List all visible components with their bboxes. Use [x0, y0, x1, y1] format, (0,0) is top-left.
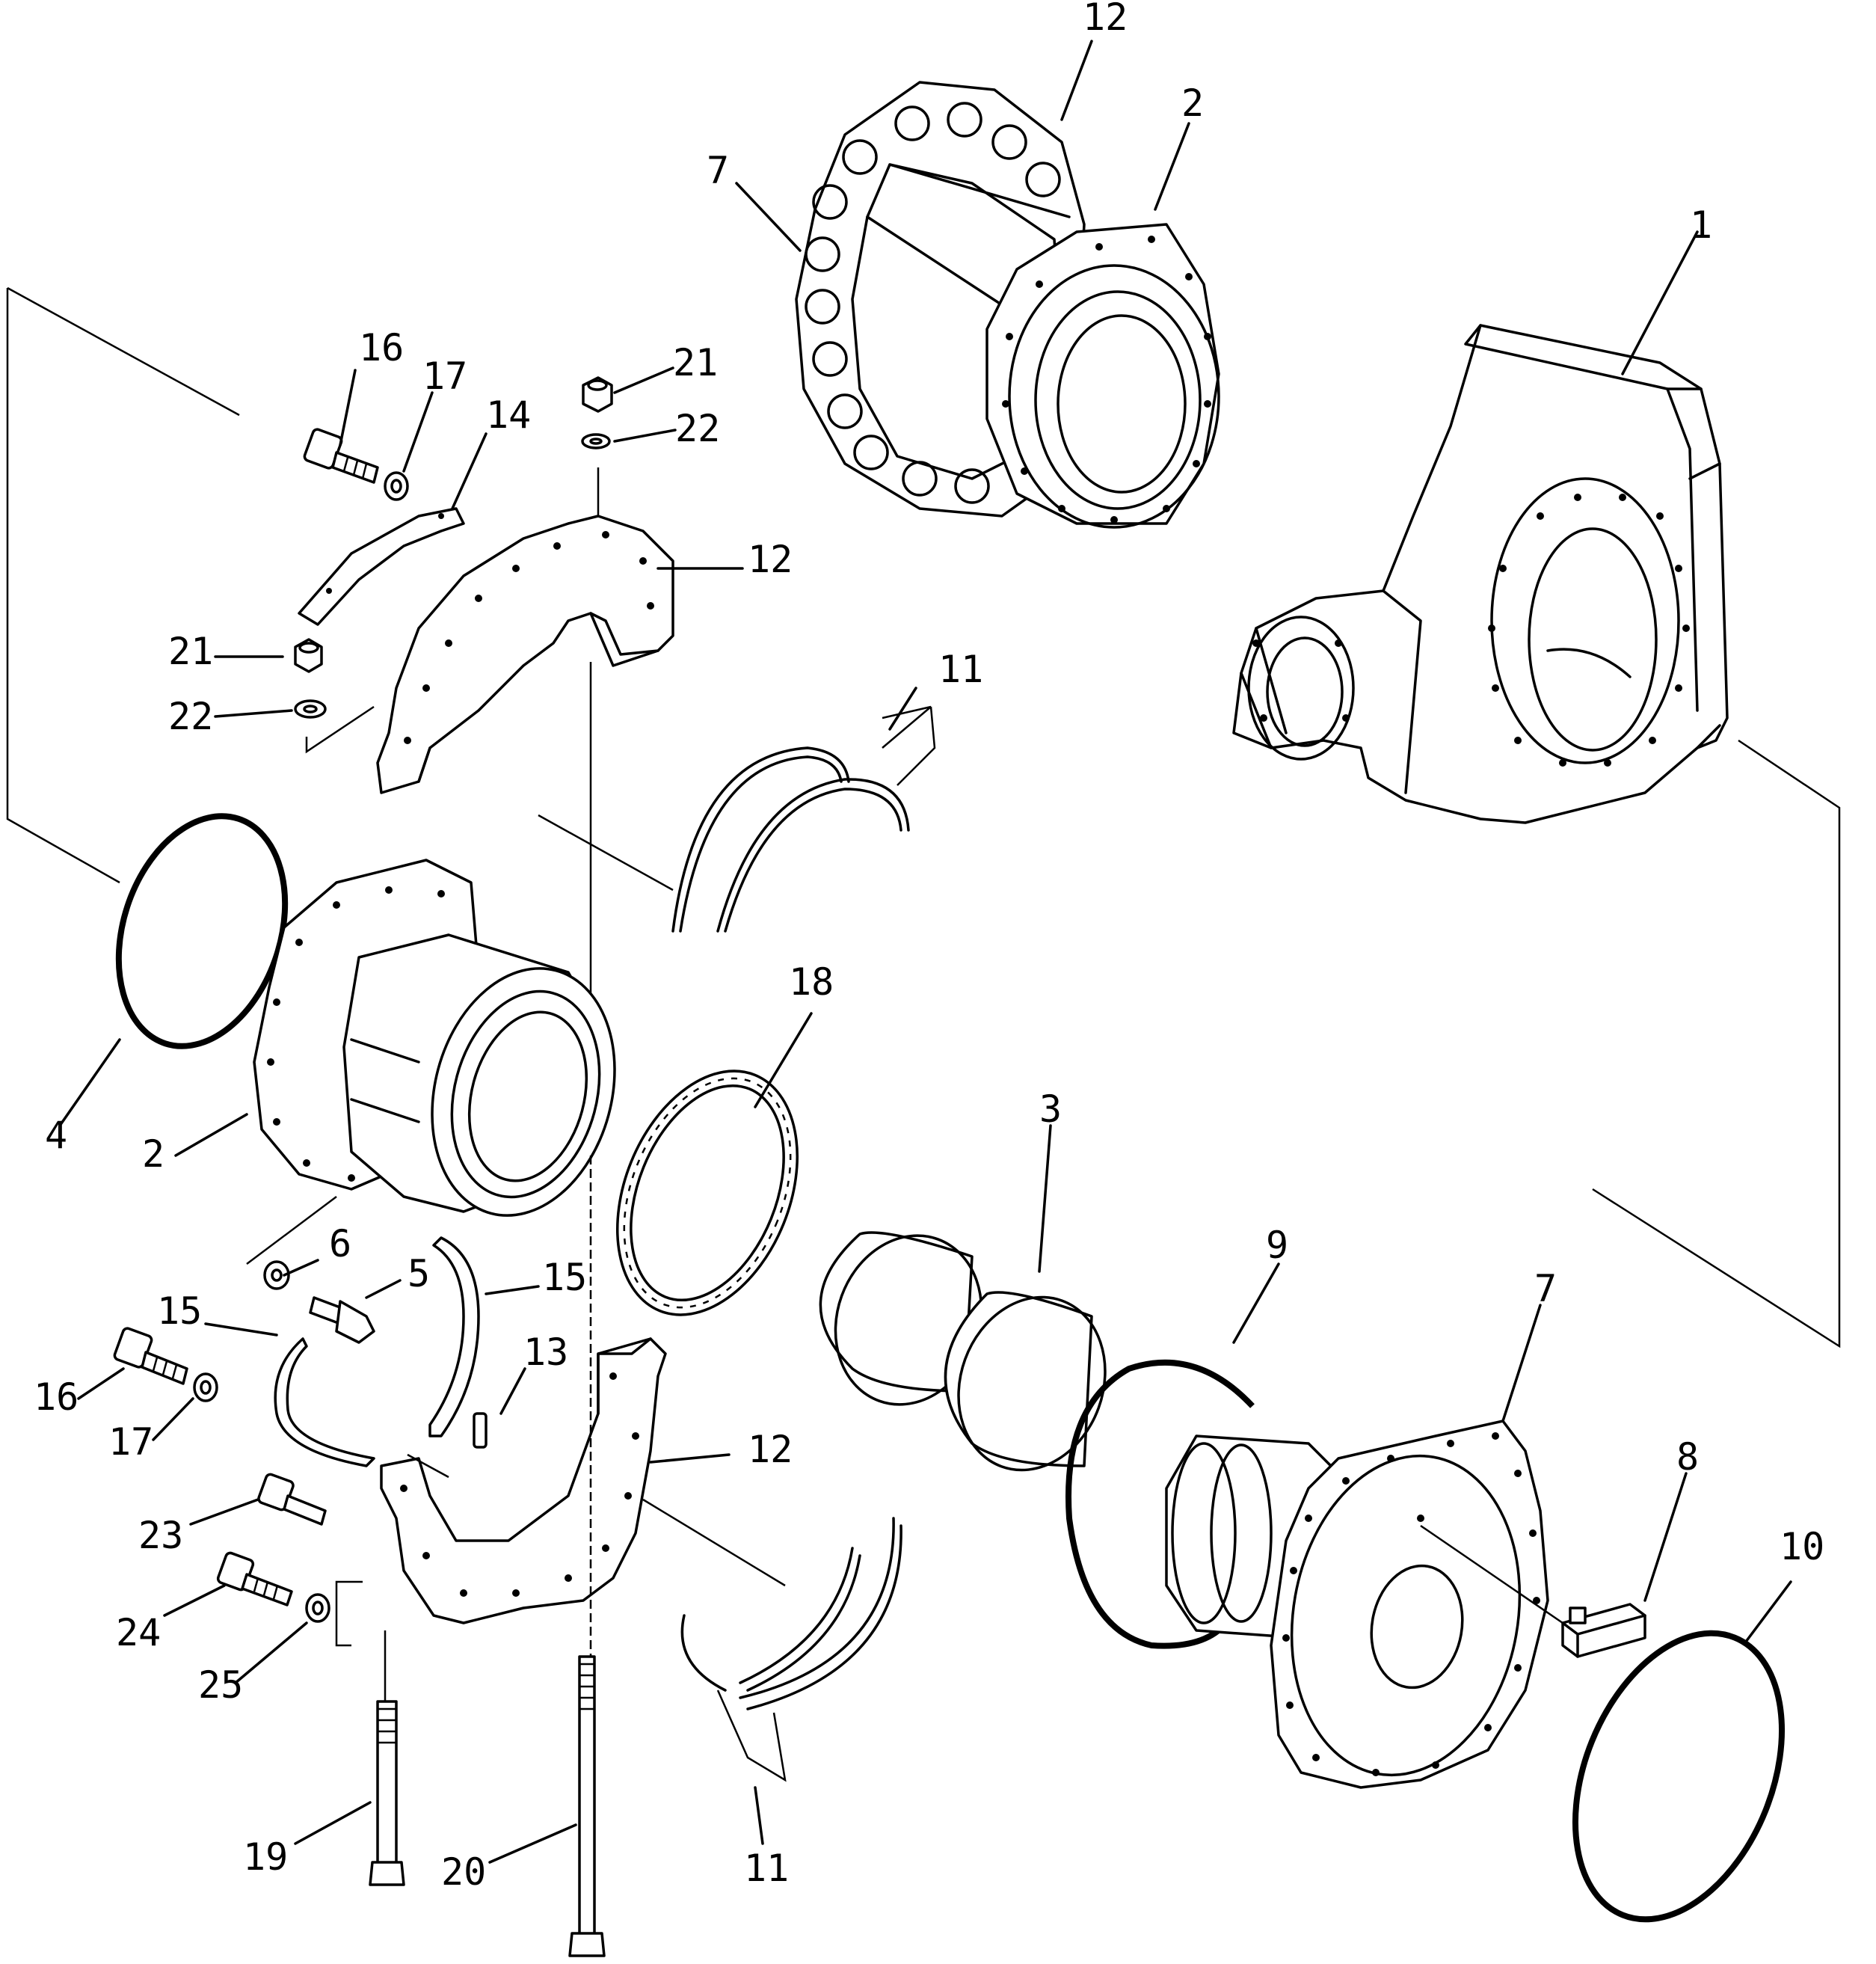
part-7-planetary-hub	[1165, 1420, 1549, 1789]
part-21-nut-top	[582, 376, 613, 413]
callout-2-left: 2	[142, 1132, 164, 1176]
callout-9: 9	[1266, 1224, 1288, 1267]
part-3-bushings	[819, 1231, 1107, 1472]
callout-2-top: 2	[1181, 82, 1204, 125]
part-22-washer-left	[294, 699, 327, 719]
part-5-bolt	[309, 1296, 375, 1344]
part-2-top-carrier-assembly	[795, 81, 1220, 529]
callout-11-top: 11	[938, 648, 983, 691]
part-11-upper-shims	[671, 746, 910, 933]
callout-8: 8	[1676, 1435, 1699, 1479]
callout-12-low: 12	[748, 1428, 793, 1471]
callout-3: 3	[1039, 1087, 1062, 1131]
callout-16-top: 16	[359, 326, 404, 369]
part-15-lock-plates-lower	[274, 1236, 480, 1467]
callout-16-low: 16	[34, 1375, 79, 1419]
part-23-bolt	[257, 1473, 327, 1526]
part-16-bolt-top	[303, 428, 379, 484]
part-1-axle-housing	[1232, 324, 1729, 824]
callout-17-top: 17	[422, 355, 467, 398]
callout-12-mid: 12	[748, 538, 793, 581]
callout-22-top: 22	[675, 407, 720, 450]
callout-14: 14	[486, 393, 531, 437]
callout-22-left: 22	[168, 695, 213, 738]
callout-5: 5	[408, 1252, 430, 1295]
part-8-sensor-block	[1561, 1603, 1646, 1658]
part-18-floating-seal	[616, 1070, 799, 1316]
part-9-o-ring	[1065, 1359, 1255, 1649]
part-24-bolt	[216, 1551, 293, 1607]
part-12-lower-half-cap	[380, 1337, 667, 1624]
part-12-upper-half-cap	[376, 515, 674, 794]
part-14-lock-plate	[298, 507, 465, 626]
callout-6: 6	[329, 1222, 351, 1265]
part-17-washer-top	[384, 471, 409, 501]
callout-labels: 1 2 12 7 16 17 14 21 22 12 21 22 11 18 3…	[34, 0, 1824, 1894]
callout-1: 1	[1690, 203, 1712, 247]
part-13-dowel-pin	[473, 1412, 488, 1449]
part-22-washer-top	[581, 433, 611, 449]
callout-10: 10	[1780, 1525, 1824, 1568]
callout-24: 24	[116, 1611, 161, 1654]
callout-4: 4	[45, 1114, 67, 1157]
part-11-lower-shims	[680, 1517, 902, 1710]
callout-21-left: 21	[168, 630, 213, 673]
part-17-washer-low	[193, 1372, 218, 1402]
assembly-lines	[6, 286, 1841, 1782]
part-25-washer	[305, 1593, 330, 1623]
callout-7-top: 7	[707, 149, 729, 192]
callout-25: 25	[198, 1663, 243, 1707]
callout-11-bottom: 11	[744, 1847, 789, 1890]
callout-19: 19	[243, 1835, 288, 1879]
callout-15-left: 15	[157, 1289, 202, 1333]
callout-15-right: 15	[542, 1256, 587, 1299]
part-6-washer	[263, 1260, 290, 1290]
part-19-bolt	[369, 1700, 405, 1886]
part-10-o-ring	[1572, 1630, 1786, 1923]
callout-17-low: 17	[108, 1420, 153, 1464]
part-2-carrier-cage	[253, 859, 616, 1217]
callout-18: 18	[789, 960, 834, 1004]
callout-23: 23	[138, 1514, 183, 1557]
part-21-nut-left	[294, 638, 323, 673]
callout-21-top: 21	[673, 341, 718, 384]
callout-7-right: 7	[1534, 1267, 1557, 1310]
leader-lines	[58, 40, 1792, 1864]
part-20-stud-bolt	[568, 1655, 606, 1957]
part-16-bolt-low	[113, 1327, 188, 1385]
callout-12-top: 12	[1083, 0, 1128, 39]
callout-13: 13	[523, 1331, 568, 1374]
callout-20: 20	[441, 1850, 486, 1894]
